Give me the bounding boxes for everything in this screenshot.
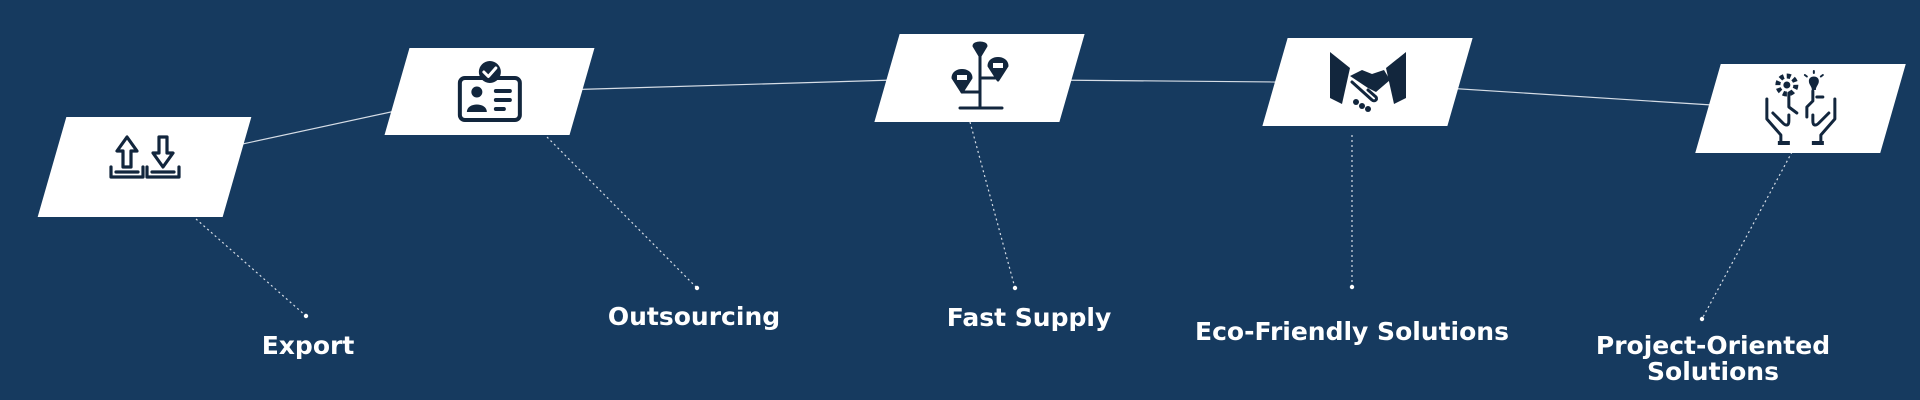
- handshake-icon: [1328, 42, 1408, 122]
- hands-gear-idea-icon: [1761, 69, 1841, 149]
- card-outsourcing: [384, 48, 595, 135]
- leader-line-export: [195, 218, 307, 317]
- upload-download-icon: [105, 127, 185, 207]
- leader-dot-export: [303, 313, 309, 319]
- card-eco-friendly: [1262, 38, 1473, 126]
- leader-line-fast-supply: [969, 121, 1016, 289]
- leader-dot-fast-supply: [1012, 285, 1018, 291]
- card-fast-supply: [874, 34, 1085, 122]
- leader-dot-project: [1699, 316, 1705, 322]
- card-export: [37, 117, 252, 217]
- top-connector-3: [1044, 79, 1281, 83]
- step-label-fast-supply: Fast Supply: [946, 303, 1112, 332]
- id-card-check-icon: [450, 52, 530, 132]
- leader-line-project: [1701, 151, 1793, 320]
- leader-dot-outsourcing: [694, 285, 700, 291]
- leader-line-outsourcing: [546, 136, 698, 289]
- top-connector-1: [223, 109, 401, 149]
- card-project-oriented: [1695, 64, 1906, 153]
- top-connector-2: [559, 79, 896, 91]
- step-label-outsourcing: Outsourcing: [607, 302, 781, 331]
- supply-chain-tree-icon: [940, 38, 1020, 118]
- step-label-project-oriented: Project-Oriented Solutions: [1595, 331, 1831, 386]
- top-connector-4: [1429, 86, 1713, 106]
- leader-dot-eco-friendly: [1349, 284, 1355, 290]
- step-label-eco-friendly: Eco-Friendly Solutions: [1195, 317, 1509, 346]
- step-label-export: Export: [261, 331, 355, 360]
